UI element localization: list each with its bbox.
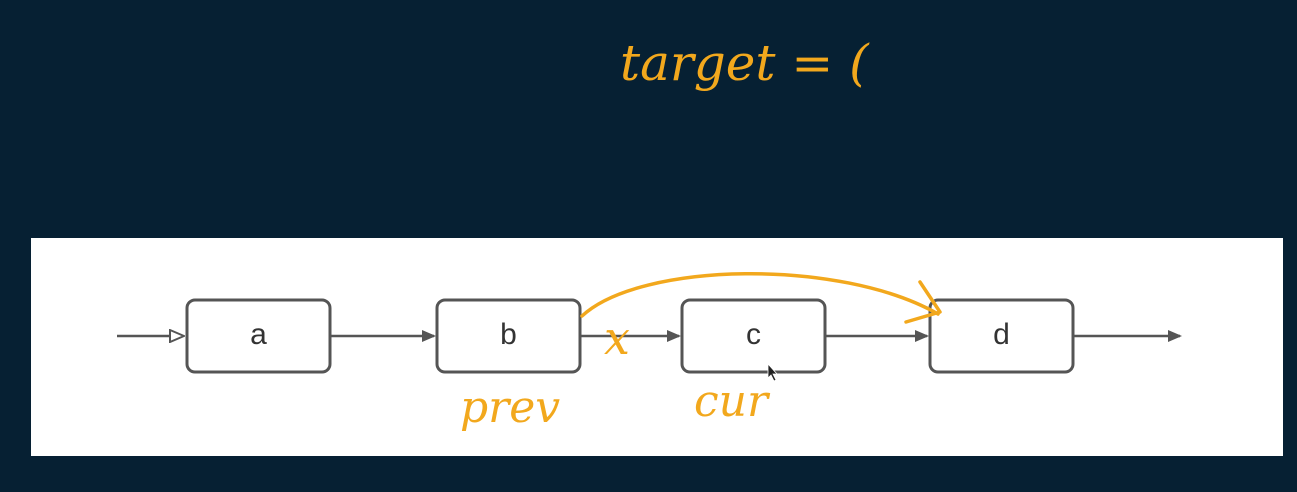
node-box <box>680 298 827 374</box>
node-box <box>435 298 582 374</box>
node-d: d <box>928 298 1075 374</box>
node-c: c <box>680 298 827 374</box>
cur-label: cur <box>694 376 771 427</box>
node-b: b <box>435 298 582 374</box>
bypass-arrow-head <box>904 280 942 324</box>
target-annotation: target = ( <box>620 34 870 92</box>
node-label: a <box>250 318 267 351</box>
node-label: c <box>746 318 761 351</box>
node-a: a <box>185 298 332 374</box>
node-box <box>185 298 332 374</box>
prev-label: prev <box>460 382 560 433</box>
mouse-cursor-icon <box>767 362 778 382</box>
cross-out-mark: x <box>604 311 630 365</box>
node-label: b <box>500 318 517 351</box>
bypass-curve-arrow <box>580 272 940 318</box>
node-label: d <box>993 318 1010 351</box>
node-box <box>928 298 1075 374</box>
